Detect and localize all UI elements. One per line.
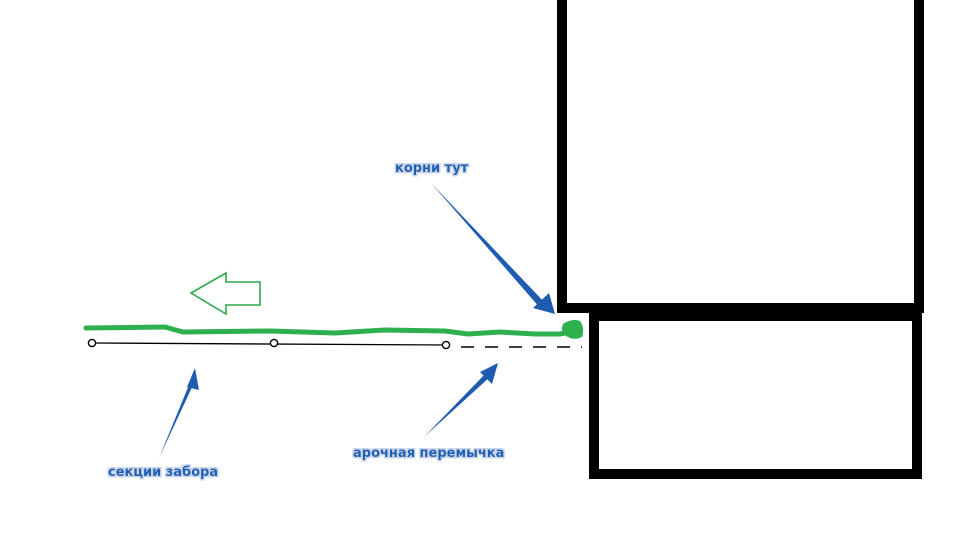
- annotation-arrow-arch-lintel: [424, 363, 498, 437]
- fence-post: [441, 340, 451, 350]
- fence-section-line: [91, 342, 447, 346]
- annotation-arrow-roots: [431, 183, 555, 314]
- label-fence-sections: секции забора: [108, 465, 218, 480]
- label-arch-lintel: арочная перемычка: [353, 446, 504, 461]
- label-roots: корни тут: [395, 161, 469, 176]
- fence-post: [269, 338, 279, 348]
- root-line: [83, 324, 581, 337]
- fence-post: [87, 338, 97, 348]
- root-line-end-blob: [562, 320, 584, 339]
- annotation-arrow-fence-sections: [159, 368, 199, 458]
- left-arrow-outline-icon: [189, 271, 261, 316]
- building-lower-outline: [589, 311, 922, 479]
- building-upper-outline: [557, 0, 924, 313]
